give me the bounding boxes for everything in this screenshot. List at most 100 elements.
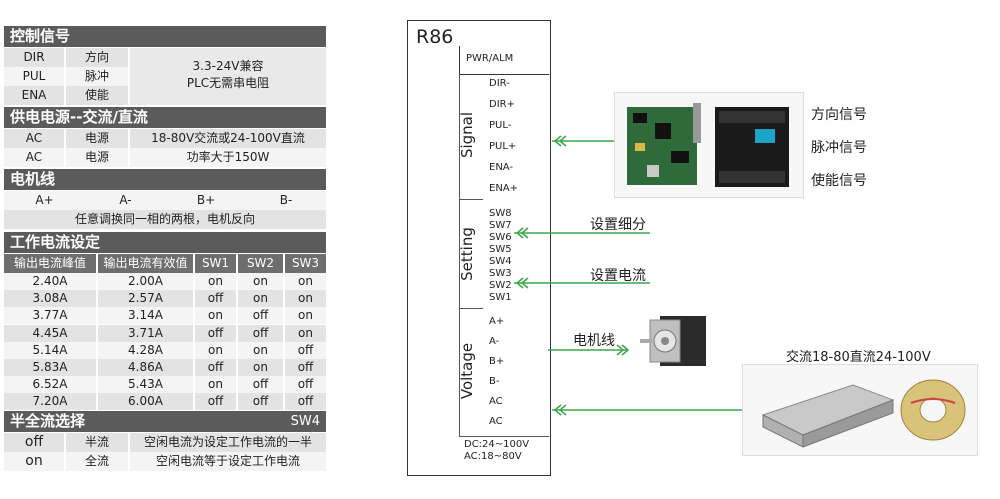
power-row-name: AC (4, 148, 64, 167)
terminal-pin-label: AC (489, 396, 503, 407)
current-table-cell: on (195, 273, 236, 290)
current-table-cell: on (285, 290, 326, 308)
current-table-cell: 5.83A (4, 359, 96, 376)
motor-header: 电机线 (4, 169, 326, 190)
current-table-cell: 4.28A (98, 341, 193, 359)
current-table-cell: on (195, 341, 236, 359)
current-table-cell: on (238, 341, 283, 359)
motor-pin: B+ (166, 191, 246, 210)
callout-current: 设置电流 (590, 268, 646, 284)
power-row-desc: 电源 (66, 129, 128, 148)
control-row-desc: 脉冲 (66, 67, 128, 86)
half-desc: 空闲电流等于设定工作电流 (130, 452, 326, 471)
half-state: off (4, 433, 64, 452)
current-table-cell: 7.20A (4, 393, 96, 411)
terminal-pin-label: SW8 (489, 208, 512, 219)
current-table-cell: 6.52A (4, 376, 96, 394)
control-signal-header: 控制信号 (4, 26, 326, 47)
terminal-pin-label: SW7 (489, 220, 512, 231)
current-column-header: 输出电流峰值 (4, 254, 96, 273)
half-desc: 空闲电流为设定工作电流的一半 (130, 433, 326, 452)
current-arrow-head (515, 277, 529, 289)
motor-note: 任意调换同一相的两根，电机反向 (4, 210, 326, 229)
current-table-cell: off (238, 393, 283, 411)
current-table-cell: on (238, 290, 283, 308)
motor-title: 电机线 (10, 170, 56, 188)
callout-pulse: 脉冲信号 (811, 140, 867, 156)
control-row-desc: 方向 (66, 48, 128, 67)
terminal-pin-label: SW3 (489, 268, 512, 279)
current-table-cell: 3.77A (4, 307, 96, 325)
current-table-cell: 4.45A (4, 324, 96, 342)
control-row-name: PUL (4, 67, 64, 86)
current-table-cell: 6.00A (98, 393, 193, 411)
power-title: 供电电源--交流/直流 (10, 108, 148, 126)
current-table-cell: off (238, 376, 283, 394)
half-current-header: 半全流选择 SW4 (4, 411, 326, 432)
motor-arrow-head (616, 344, 630, 356)
current-table-cell: on (238, 359, 283, 376)
callout-direction: 方向信号 (811, 107, 867, 123)
driver-box (407, 20, 551, 476)
current-table-cell: 5.14A (4, 341, 96, 359)
current-table-cell: on (195, 376, 236, 394)
divider (459, 436, 549, 437)
current-column-header: SW1 (195, 254, 236, 273)
signal-arrow-head (553, 135, 567, 147)
pwr-alm-label: PWR/ALM (466, 53, 514, 64)
terminal-pin-label: ENA- (489, 162, 514, 173)
terminal-pin-label: PUL- (489, 120, 512, 131)
current-table-cell: 3.08A (4, 290, 96, 308)
terminal-pin-label: A- (489, 336, 500, 347)
current-table-cell: off (238, 307, 283, 325)
dc-range: DC:24~100V (464, 439, 530, 450)
current-table-cell: off (195, 393, 236, 411)
current-table-cell: 3.71A (98, 324, 193, 342)
current-table-cell: 2.40A (4, 273, 96, 290)
control-row-desc: 使能 (66, 86, 128, 105)
half-current-switch: SW4 (290, 414, 320, 429)
control-note-box (130, 48, 326, 105)
power-row-value: 功率大于150W (130, 148, 326, 167)
divider (459, 199, 483, 200)
current-table-cell: 5.43A (98, 376, 193, 394)
current-column-header: 输出电流有效值 (98, 254, 193, 273)
control-row-name: ENA (4, 86, 64, 105)
current-table-cell: on (285, 273, 326, 290)
control-signal-title: 控制信号 (10, 27, 71, 45)
current-table-cell: on (238, 273, 283, 290)
half-current-title: 半全流选择 (10, 412, 86, 430)
terminal-pin-label: B+ (489, 356, 505, 367)
power-row-name: AC (4, 129, 64, 148)
current-table-cell: off (285, 341, 326, 359)
current-table-cell: 4.86A (98, 359, 193, 376)
current-column-header: SW2 (238, 254, 283, 273)
current-column-header: SW3 (285, 254, 326, 273)
divider (459, 308, 483, 309)
current-table-cell: on (195, 307, 236, 325)
current-title: 工作电流设定 (10, 233, 101, 251)
current-table-cell: off (195, 290, 236, 308)
current-table-cell: 2.57A (98, 290, 193, 308)
current-table-cell: off (285, 376, 326, 394)
current-table-cell: off (195, 324, 236, 342)
motor-pin: A+ (4, 191, 85, 210)
controller-image-panel (614, 92, 804, 198)
callout-enable: 使能信号 (811, 173, 867, 189)
motor-pin: B- (246, 191, 326, 210)
current-table-cell: 3.14A (98, 307, 193, 325)
terminal-pin-label: SW1 (489, 292, 512, 303)
terminal-pin-label: DIR- (489, 78, 510, 89)
current-table-cell: off (285, 359, 326, 376)
power-header: 供电电源--交流/直流 (4, 107, 326, 128)
terminal-pin-label: SW5 (489, 244, 512, 255)
driver-model: R86 (416, 26, 454, 48)
terminal-pin-label: PUL+ (489, 141, 517, 152)
half-mode: 全流 (66, 452, 128, 471)
current-table-cell: on (285, 307, 326, 325)
control-note-line2: PLC无需串电阻 (186, 76, 270, 90)
terminal-pin-label: SW2 (489, 280, 512, 291)
power-image-panel (742, 364, 978, 456)
current-table-cell: on (285, 324, 326, 342)
